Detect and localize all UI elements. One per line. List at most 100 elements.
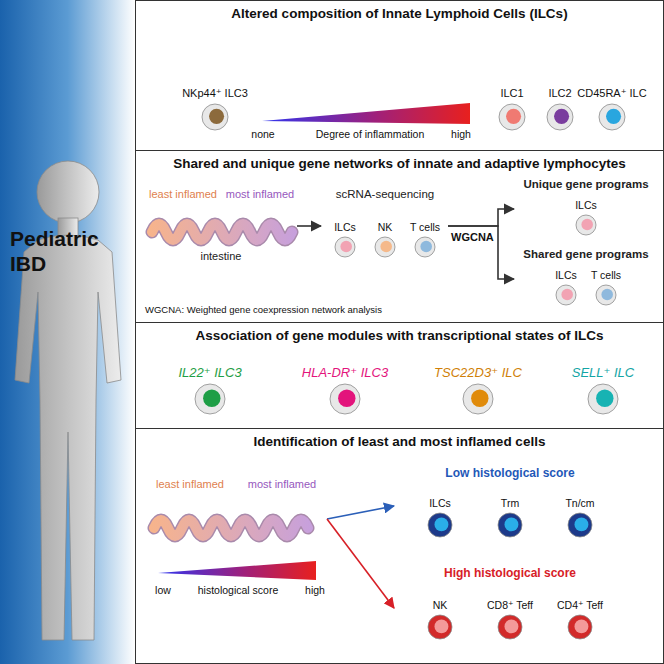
panel: Association of gene modules with transcr… — [136, 323, 663, 428]
cell-symbol — [374, 236, 396, 258]
scale-label: Degree of inflammation — [300, 128, 440, 141]
arrow-connector — [448, 226, 514, 279]
cell-group: Low histological scoreILCsTrmTn/cm — [395, 466, 625, 546]
cell-body — [335, 237, 355, 257]
group-heading: scRNA-sequencing — [322, 188, 448, 202]
cell-label: TSC22D3⁺ ILC — [432, 365, 524, 381]
method-label: WGCNA — [451, 231, 497, 244]
text-region: least inflamed most inflamed — [145, 478, 327, 560]
cell-body — [576, 215, 596, 235]
cell: TSC22D3⁺ ILC — [432, 365, 524, 415]
arrow-connector — [327, 519, 394, 608]
cell-nucleus — [209, 109, 224, 124]
cell-label: ILCs — [332, 221, 358, 234]
panel-title: Altered composition of Innate Lymphoid C… — [136, 6, 663, 22]
arrow-connector — [448, 209, 514, 226]
intestine-drawing — [152, 224, 292, 240]
cell: CD45RA⁺ ILC — [575, 87, 649, 131]
group-heading: Low histological score — [395, 466, 625, 480]
cell: ILC2 — [544, 87, 576, 131]
score-wedge — [158, 561, 316, 580]
cell: SELL⁺ ILC — [570, 365, 637, 415]
cell-body — [498, 615, 522, 639]
cell-nucleus — [380, 241, 392, 253]
scale-end-label: high — [298, 584, 332, 597]
cell-symbol — [462, 383, 494, 415]
cell-body — [498, 513, 522, 537]
cell-nucleus — [471, 390, 488, 407]
region-text: most inflamed — [237, 478, 327, 491]
cell-symbol — [546, 103, 574, 131]
cell-body — [547, 104, 573, 130]
cell-nucleus — [504, 619, 518, 633]
group-heading: Shared gene programs — [515, 248, 657, 262]
cell-label: CD45RA⁺ ILC — [575, 87, 649, 100]
cell-body — [375, 237, 395, 257]
cell-body — [588, 384, 618, 414]
cell-nucleus — [554, 109, 569, 124]
cell-group: Shared gene programsILCs T cells — [515, 248, 657, 310]
cell-group: High histological scoreNKCD8⁺ TeffCD4⁺ T… — [395, 566, 625, 650]
cell-label: ILC1 — [496, 87, 528, 100]
text-region: Pediatric IBD — [0, 0, 135, 664]
panel-borders — [135, 1, 664, 664]
scale-end-label: high — [444, 128, 478, 141]
group-heading: High histological score — [395, 566, 625, 580]
cell-nucleus — [340, 241, 352, 253]
panel-title: Association of gene modules with transcr… — [136, 328, 663, 344]
cell-body — [202, 104, 228, 130]
cell-symbol — [555, 284, 577, 306]
cell: Tn/cm — [563, 497, 597, 538]
cell-label: CD4⁺ Teff — [555, 599, 606, 612]
panel: Identification of least and most inflame… — [136, 429, 663, 663]
cell: CD4⁺ Teff — [555, 599, 606, 640]
region-text: least inflamed — [147, 478, 233, 491]
cell-label: ILC2 — [544, 87, 576, 100]
cell-nucleus — [606, 109, 621, 124]
cell-symbol — [334, 236, 356, 258]
cell-nucleus — [434, 517, 448, 531]
cell-label: ILCs — [573, 199, 599, 212]
cell-symbol — [587, 383, 619, 415]
region-text: Pediatric IBD — [10, 226, 125, 276]
scale-end-label: low — [148, 584, 178, 597]
text-region: least inflamedmost inflamedintestine — [145, 188, 297, 264]
cell-symbol — [595, 284, 617, 306]
cell: NK — [372, 221, 398, 258]
cell: Trm — [495, 497, 525, 538]
cell-nucleus — [203, 390, 220, 407]
cell-nucleus — [506, 109, 521, 124]
cell: ILCs — [332, 221, 358, 258]
cell-symbol — [414, 236, 436, 258]
cell-nucleus — [420, 241, 432, 253]
cell-nucleus — [574, 619, 588, 633]
cell-group: Unique gene programsILCs — [515, 178, 657, 240]
cell-symbol — [201, 103, 229, 131]
cell: T cells — [589, 269, 624, 306]
cell-nucleus — [581, 219, 593, 231]
cell-body — [195, 384, 225, 414]
cell-symbol — [567, 614, 593, 640]
footnote: WGCNA: Weighted gene coexpression networ… — [145, 304, 475, 315]
arrow-connector — [297, 225, 321, 227]
cell-symbol — [498, 103, 526, 131]
inflammation-wedge — [262, 103, 470, 124]
cell-label: T cells — [408, 221, 443, 234]
cell: ILCs — [553, 269, 579, 306]
cell-label: NKp44⁺ ILC3 — [180, 87, 250, 100]
cell-label: HLA-DR⁺ ILC3 — [300, 365, 391, 381]
cell-body — [463, 384, 493, 414]
cell-body — [596, 285, 616, 305]
cell-symbol — [427, 512, 453, 538]
cell-symbol — [567, 512, 593, 538]
cell-symbol — [194, 383, 226, 415]
scale-end-label: none — [248, 128, 278, 141]
cell: ILC1 — [496, 87, 528, 131]
cell-body — [428, 513, 452, 537]
cell-label: ILCs — [553, 269, 579, 282]
cell-nucleus — [561, 289, 573, 301]
region-text: most inflamed — [223, 188, 297, 201]
cell-body — [415, 237, 435, 257]
cell-body — [556, 285, 576, 305]
cell-group: scRNA-sequencingILCs NK T cells — [322, 188, 448, 264]
